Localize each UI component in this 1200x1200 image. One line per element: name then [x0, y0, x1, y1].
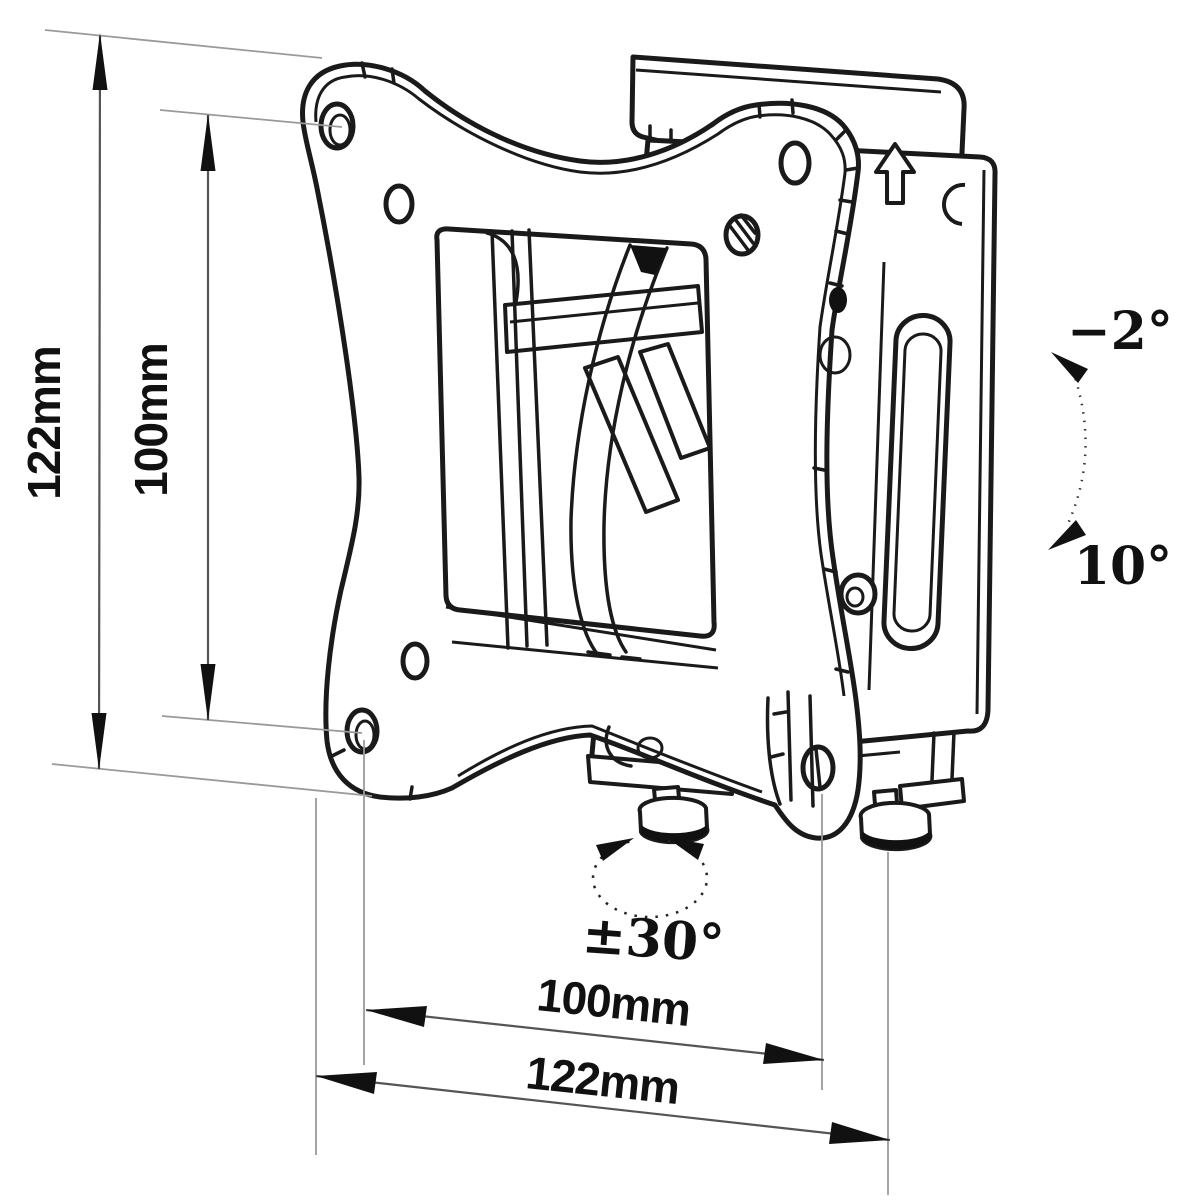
flange-dash [620, 655, 642, 661]
tilt-up-label: −2° [1067, 301, 1173, 362]
swivel-annotation: ±30° [580, 837, 726, 975]
foot-tick [772, 710, 788, 716]
swivel-arrowhead-right [666, 837, 704, 860]
foot-tick [769, 752, 785, 759]
wall-plate-left-edge [867, 261, 886, 691]
hole-inner-upper [383, 183, 415, 225]
wall-plate-top-edge-inner [635, 68, 942, 94]
tilt-arc-arrowhead-down [1048, 520, 1086, 550]
foot-line [808, 694, 815, 808]
hole-top-right [778, 140, 812, 186]
extension-line [161, 715, 363, 734]
screw-head-shadow [862, 826, 931, 850]
hole-bottom-left-inner [354, 719, 376, 751]
window-flange-lower [451, 640, 719, 670]
tilt-mechanism [485, 228, 712, 657]
pivot-details [604, 287, 852, 808]
center-strap-right-edge [602, 246, 669, 654]
screw-slot-line [814, 747, 822, 789]
swivel-ellipse [591, 839, 709, 919]
plate-rim-bottom-inner [457, 724, 763, 794]
tilt-arc [1064, 362, 1087, 529]
hinge-ring [818, 335, 852, 375]
dim-width-holes: 100mm [365, 968, 825, 1064]
tilt-bar-inner [509, 301, 699, 324]
hole-inner-lower [400, 641, 430, 681]
dim-height-holes: 100mm [125, 114, 216, 721]
extension-line [51, 763, 373, 797]
window-flange [445, 605, 717, 652]
vertical-strap [490, 229, 510, 650]
vertical-strap [527, 228, 549, 647]
tilt-down-label: 10° [1074, 536, 1172, 597]
clamp-line [950, 730, 956, 781]
center-strap-left-edge [569, 243, 632, 657]
dim-height-holes-label: 100mm [125, 343, 177, 497]
strap-shadow-wedge [630, 245, 667, 275]
bottom-hinge-ring [636, 736, 664, 760]
right-thumbscrew [858, 788, 933, 852]
hole-top-left-inner [328, 113, 352, 147]
rim-ticks [330, 61, 860, 801]
vesa-plate [300, 61, 863, 841]
foot-line [786, 690, 793, 802]
extension-line [44, 29, 323, 59]
dim-width-holes-label: 100mm [535, 968, 693, 1036]
swivel-label: ±30° [580, 904, 726, 975]
foot-curve [765, 696, 782, 806]
tilt-arc-arrowhead-up [1051, 352, 1088, 383]
hook-detail [485, 231, 520, 304]
hatched-screw [723, 213, 761, 257]
dim-width-overall: 122mm [315, 1046, 891, 1144]
wall-plate-edge-notch [941, 182, 966, 226]
dim-height-overall: 122mm [18, 33, 108, 770]
wall-plate-slot-inner [892, 332, 943, 633]
hinge-pin [829, 287, 847, 313]
bottom-hinge [604, 725, 633, 768]
dim-height-overall-label: 122mm [18, 346, 70, 500]
pivot-bolt-inner [845, 586, 865, 608]
wall-plate-right-edge-inner [975, 169, 986, 715]
extension-line [159, 109, 343, 128]
dim-width-overall-label: 122mm [524, 1046, 682, 1114]
up-arrow-icon [874, 142, 916, 205]
clamp-line [930, 731, 936, 782]
tilt-annotation: −2° 10° [1048, 301, 1173, 597]
screw-head-shadow [641, 820, 708, 843]
tilt-slat [638, 342, 712, 460]
swivel-arrowhead-left [596, 838, 634, 861]
vertical-strap-inner [510, 229, 529, 648]
left-thumbscrew [637, 785, 710, 845]
tilt-slat [583, 355, 680, 514]
